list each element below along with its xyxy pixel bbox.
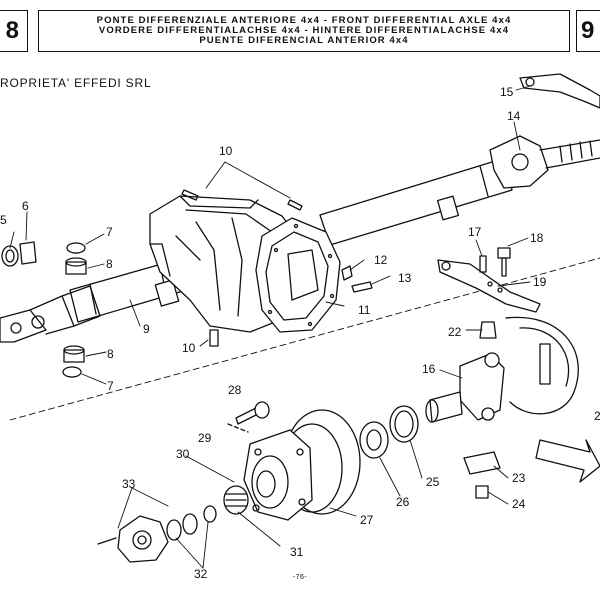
part-label-19: 19 bbox=[533, 275, 547, 289]
right-universal-joint bbox=[489, 135, 600, 189]
section-number-right: 9 bbox=[576, 10, 600, 52]
hub-seals bbox=[359, 405, 419, 459]
left-seals-and-bushings bbox=[1, 241, 87, 378]
part-label-28: 28 bbox=[228, 383, 242, 397]
part-label-18: 18 bbox=[530, 231, 544, 245]
dust-shield bbox=[505, 316, 579, 415]
steering-arm-upper bbox=[519, 73, 600, 109]
left-universal-joint bbox=[0, 285, 101, 343]
hub-lock-assembly bbox=[97, 505, 217, 563]
section-number-right-text: 9 bbox=[581, 17, 595, 44]
part-number-labels: 10 5 6 7 8 9 10 11 12 13 14 15 16 17 18 … bbox=[0, 85, 600, 581]
part-label-8: 8 bbox=[106, 257, 113, 271]
part-label-22: 22 bbox=[448, 325, 462, 339]
page-number: -76- bbox=[292, 574, 308, 581]
hub-bolt bbox=[227, 401, 270, 433]
part-label-30: 30 bbox=[176, 447, 190, 461]
part-label-17: 17 bbox=[468, 225, 482, 239]
direction-arrow bbox=[535, 439, 600, 483]
part-label-29: 29 bbox=[198, 431, 212, 445]
axle-centerline bbox=[9, 257, 600, 421]
part-label-9: 9 bbox=[143, 322, 150, 336]
owner-note: ROPRIETA' EFFEDI SRL bbox=[0, 76, 152, 90]
part-label-26: 26 bbox=[396, 495, 410, 509]
steering-pins bbox=[479, 247, 511, 339]
differential-cover bbox=[255, 217, 341, 333]
steering-arm-lower bbox=[437, 259, 541, 313]
part-label-13: 13 bbox=[398, 271, 412, 285]
part-label-25: 25 bbox=[426, 475, 440, 489]
part-label-10: 10 bbox=[219, 144, 233, 158]
part-label-11: 11 bbox=[358, 303, 371, 317]
part-label-8-lower: 8 bbox=[107, 347, 114, 361]
part-label-2-cropped: 2 bbox=[594, 409, 600, 423]
title-line-3: PUENTE DIFERENCIAL ANTERIOR 4x4 bbox=[199, 35, 409, 46]
lower-bolts bbox=[463, 451, 501, 499]
part-label-27: 27 bbox=[360, 513, 374, 527]
part-label-31: 31 bbox=[290, 545, 304, 559]
part-label-23: 23 bbox=[512, 471, 526, 485]
wheel-bearing bbox=[223, 485, 249, 515]
leader-lines bbox=[9, 85, 531, 569]
right-axle-tube bbox=[319, 157, 513, 246]
section-number-left: 8 bbox=[0, 10, 28, 52]
steering-knuckle bbox=[425, 352, 505, 423]
housing-bolts bbox=[181, 189, 373, 347]
wheel-hub bbox=[243, 429, 313, 521]
part-label-7: 7 bbox=[106, 225, 113, 239]
part-label-10-lower: 10 bbox=[182, 341, 196, 355]
part-label-12: 12 bbox=[374, 253, 388, 267]
part-label-5: 5 bbox=[0, 213, 7, 227]
part-label-6: 6 bbox=[22, 199, 29, 213]
part-label-7-lower: 7 bbox=[107, 379, 114, 393]
part-label-14: 14 bbox=[507, 109, 521, 123]
diagram-title-box: PONTE DIFFERENZIALE ANTERIORE 4x4 - FRON… bbox=[38, 10, 570, 52]
part-label-24: 24 bbox=[512, 497, 526, 511]
title-line-2: VORDERE DIFFERENTIALACHSE 4x4 - HINTERE … bbox=[98, 25, 510, 36]
part-label-16: 16 bbox=[422, 362, 436, 376]
title-line-1: PONTE DIFFERENZIALE ANTERIORE 4x4 - FRON… bbox=[96, 15, 512, 26]
part-label-33: 33 bbox=[122, 477, 136, 491]
part-label-15: 15 bbox=[500, 85, 514, 99]
part-label-32: 32 bbox=[194, 567, 208, 581]
section-number-left-text: 8 bbox=[5, 17, 19, 44]
